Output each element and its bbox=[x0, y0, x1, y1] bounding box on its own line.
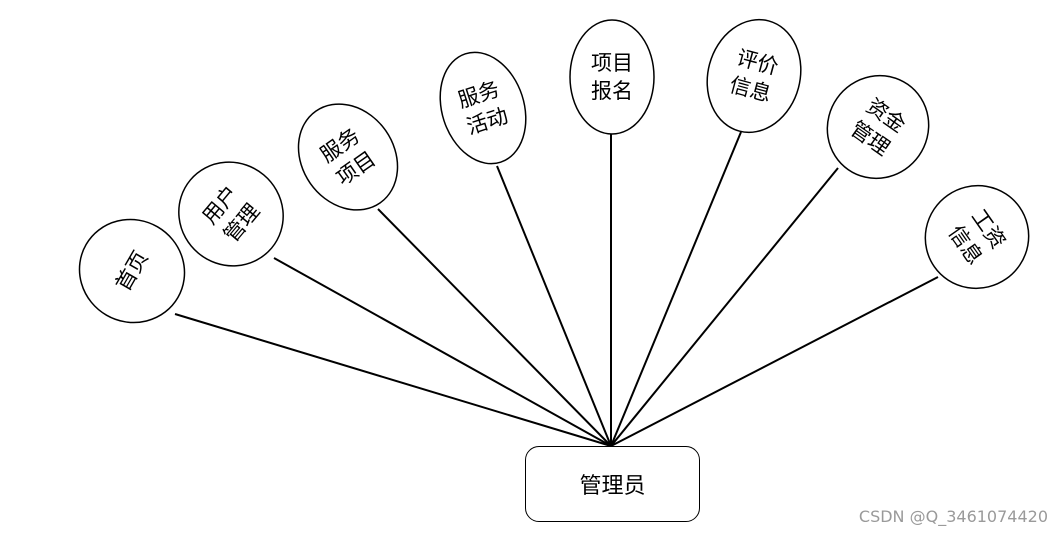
node-ellipse-review-info bbox=[706, 18, 802, 134]
node-ellipse-project-signup bbox=[569, 19, 655, 135]
root-node-admin: 管理员 bbox=[525, 446, 700, 522]
node-ellipse-home bbox=[78, 218, 186, 324]
node-ellipse-service-activity bbox=[439, 51, 527, 165]
connector-salary-info bbox=[610, 276, 939, 447]
connector-review-info bbox=[610, 131, 742, 447]
connector-service-activity bbox=[496, 165, 612, 447]
node-ellipse-salary-info bbox=[924, 184, 1030, 290]
node-ellipse-user-mgmt bbox=[178, 161, 284, 267]
connector-service-item bbox=[377, 208, 612, 447]
root-node-label: 管理员 bbox=[579, 474, 646, 499]
node-label-project-signup-1: 项目 bbox=[591, 51, 633, 75]
connector-fund-mgmt bbox=[610, 167, 839, 447]
node-ellipse-fund-mgmt bbox=[826, 74, 930, 180]
node-label-project-signup-2: 报名 bbox=[591, 79, 633, 103]
node-ellipse-service-item bbox=[297, 103, 399, 211]
connector-user-mgmt bbox=[273, 257, 612, 447]
watermark: CSDN @Q_3461074420 bbox=[858, 507, 1048, 526]
node-home: 首页 bbox=[78, 218, 186, 324]
connector-home bbox=[174, 313, 612, 447]
